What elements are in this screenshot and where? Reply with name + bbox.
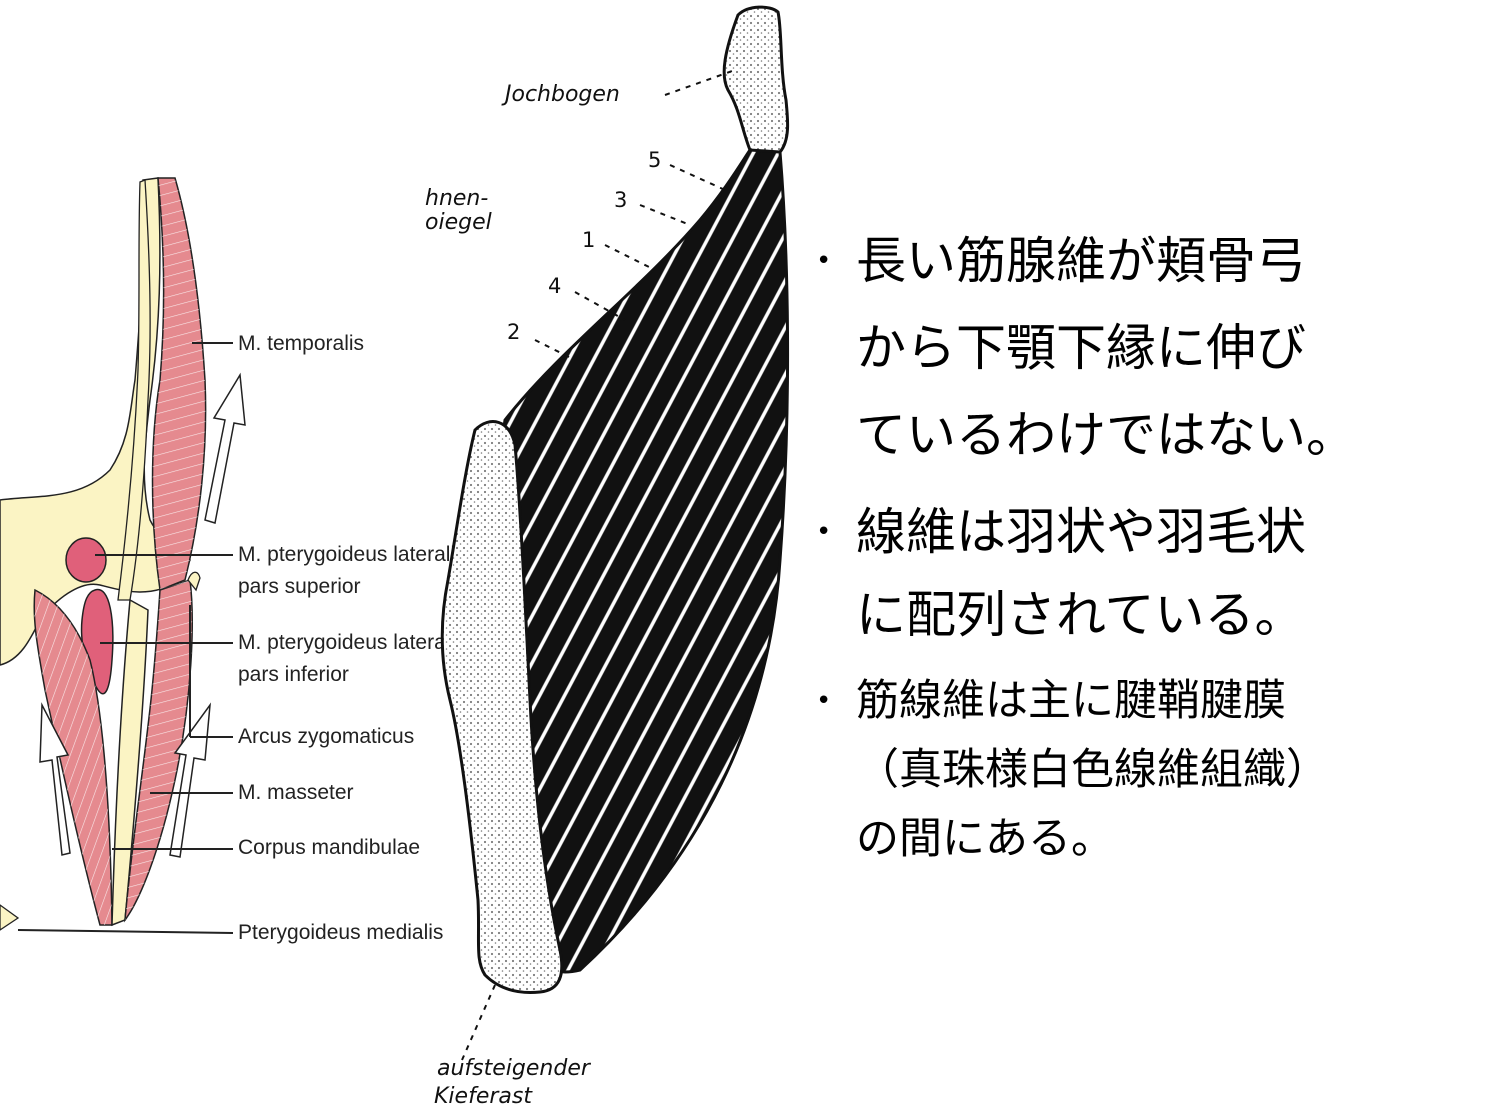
bullet-icon: • xyxy=(816,686,832,716)
bullet-1-line-1: 長い筋腺維が頬骨弓 xyxy=(856,232,1306,290)
label-pterygoideus-lateralis-superior-line1: M. pterygoideus lateralis xyxy=(238,543,466,566)
fiber-number-5: 5 xyxy=(648,148,662,172)
bullet-2-line-1: 線維は羽状や羽毛状 xyxy=(856,503,1306,561)
arrow-temporalis xyxy=(204,372,246,524)
label-masseter: M. masseter xyxy=(238,781,354,804)
bullet-1-line-3: ているわけではない。 xyxy=(856,406,1356,464)
pterygoid-lat-superior xyxy=(65,537,107,583)
label-kieferast-line1: aufsteigender xyxy=(437,1056,590,1081)
bullet-1-line-2: から下顎下縁に伸び xyxy=(856,319,1306,377)
masseter-pennate-fiber-drawing xyxy=(440,5,790,1061)
arrow-medial xyxy=(39,702,71,856)
arrow-masseter xyxy=(169,702,211,858)
bullet-list: • 長い筋腺維が頬骨弓 から下顎下縁に伸び ているわけではない。 • 線維は羽状… xyxy=(812,218,1482,874)
bullet-item-1: • 長い筋腺維が頬骨弓 から下顎下縁に伸び ているわけではない。 xyxy=(812,218,1482,479)
label-temporalis: M. temporalis xyxy=(238,332,365,355)
fiber-number-2: 2 xyxy=(507,320,521,344)
coronoid-process xyxy=(117,179,151,601)
zygomatic-arch xyxy=(187,571,201,592)
label-pterygoideus-lateralis-inferior-line2: pars inferior xyxy=(238,663,349,686)
fiber-number-3: 3 xyxy=(614,188,628,212)
bullet-3-line-1: 筋線維は主に腱鞘腱膜 xyxy=(856,676,1286,726)
jaw-muscle-cross-section-diagram xyxy=(0,177,246,934)
fiber-number-1: 1 xyxy=(582,228,596,252)
bullet-3-line-3: の間にある。 xyxy=(856,814,1114,864)
bullet-item-3: • 筋線維は主に腱鞘腱膜 （真珠様白色線維組織） の間にある。 xyxy=(812,667,1482,874)
label-jochbogen: Jochbogen xyxy=(505,82,620,107)
label-pterygoideus-lateralis-inferior-line1: M. pterygoideus lateralis xyxy=(238,631,466,654)
bullet-icon: • xyxy=(816,517,832,547)
bullet-3-line-2: （真珠様白色線維組織） xyxy=(856,745,1329,795)
bullet-icon: • xyxy=(816,246,832,276)
mandible-body xyxy=(111,598,149,927)
label-corpus-mandibulae: Corpus mandibulae xyxy=(238,836,421,859)
label-kieferast-line2: Kieferast xyxy=(434,1084,532,1109)
bullet-2-line-2: に配列されている。 xyxy=(856,586,1305,644)
bullet-item-2: • 線維は羽状や羽毛状 に配列されている。 xyxy=(812,491,1482,657)
label-arcus-zygomaticus: Arcus zygomaticus xyxy=(238,725,415,748)
label-pterygoideus-lateralis-superior-line2: pars superior xyxy=(238,575,361,598)
label-sehnenspiegel-line2: oiegel xyxy=(425,210,492,235)
label-sehnenspiegel-line1: hnen- xyxy=(425,186,489,211)
label-pterygoideus-medialis: Pterygoideus medialis xyxy=(238,921,444,944)
fiber-number-4: 4 xyxy=(548,274,562,298)
